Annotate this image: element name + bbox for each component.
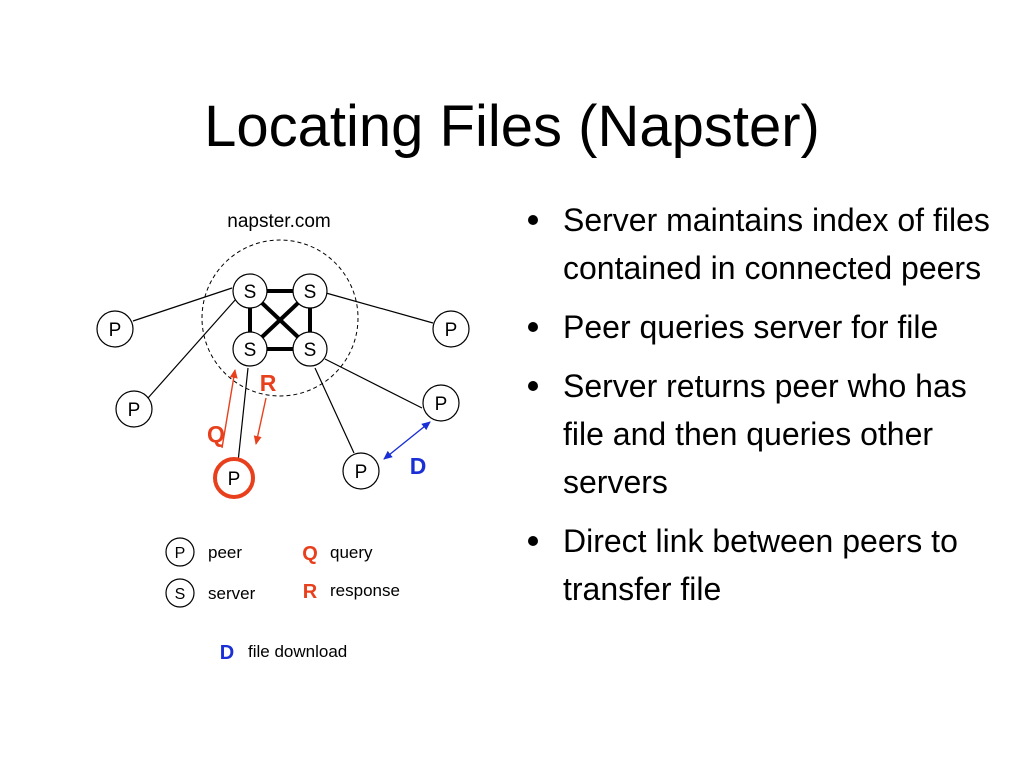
download-marker: D (410, 453, 427, 479)
bullet-dot-icon (528, 536, 538, 546)
peer-node-label: P (109, 320, 122, 341)
legend-peer: P peer (165, 537, 242, 567)
bullet-dot-icon (528, 381, 538, 391)
peer-node-label: P (355, 462, 368, 483)
bullet-item: Server maintains index of files containe… (520, 196, 1010, 292)
server-cluster-boundary (201, 239, 359, 397)
legend-response-symbol: R (303, 581, 318, 603)
bullet-dot-icon (528, 322, 538, 332)
legend-response: R response (303, 581, 400, 603)
response-marker: R (260, 370, 277, 396)
bullet-text: Direct link between peers to transfer fi… (563, 523, 958, 607)
bullet-text: Peer queries server for file (563, 309, 939, 345)
peer-node-label: P (228, 469, 241, 490)
legend-server-text: server (208, 584, 256, 603)
peer-node-label: P (128, 400, 141, 421)
query-marker: Q (207, 421, 225, 447)
legend-query: Q query (302, 543, 373, 565)
bullet-item: Server returns peer who has file and the… (520, 362, 1010, 506)
peer-node-label: P (445, 320, 458, 341)
peer-node: P (96, 310, 134, 348)
legend-server-symbol: S (175, 586, 186, 603)
peer-node: P (432, 310, 470, 348)
legend-download: D file download (220, 642, 347, 664)
server-node: S (292, 273, 328, 309)
server-cluster-label: napster.com (227, 211, 331, 232)
bullet-item: Peer queries server for file (520, 303, 1010, 351)
peer-node: P (422, 384, 460, 422)
bullet-text: Server returns peer who has file and the… (563, 368, 967, 500)
legend-peer-symbol: P (175, 545, 186, 562)
server-node: S (232, 273, 268, 309)
server-node: S (232, 331, 268, 367)
slide-title: Locating Files (Napster) (204, 94, 820, 159)
legend: P peer S server Q query R response D fil… (165, 537, 400, 664)
legend-query-symbol: Q (302, 543, 318, 565)
bullet-text: Server maintains index of files containe… (563, 202, 990, 286)
legend-query-text: query (330, 543, 373, 562)
peer-node-label: P (435, 394, 448, 415)
legend-download-symbol: D (220, 642, 234, 664)
legend-peer-text: peer (208, 543, 242, 562)
server-node-label: S (304, 282, 317, 303)
download-arrow (383, 421, 431, 460)
peer-node: P (342, 452, 380, 490)
legend-server: S server (165, 578, 256, 608)
server-node: S (292, 331, 328, 367)
query-arrow (221, 369, 238, 449)
legend-download-text: file download (248, 642, 347, 661)
bullet-item: Direct link between peers to transfer fi… (520, 517, 1010, 613)
peer-node: P (115, 390, 153, 428)
response-arrow (253, 397, 267, 445)
server-node-label: S (244, 340, 257, 361)
querying-peer-node: P (213, 457, 255, 499)
peer-server-links (132, 287, 434, 463)
server-node-label: S (304, 340, 317, 361)
server-node-label: S (244, 282, 257, 303)
bullet-list: Server maintains index of files containe… (520, 196, 1010, 624)
legend-response-text: response (330, 581, 400, 600)
bullet-dot-icon (528, 215, 538, 225)
